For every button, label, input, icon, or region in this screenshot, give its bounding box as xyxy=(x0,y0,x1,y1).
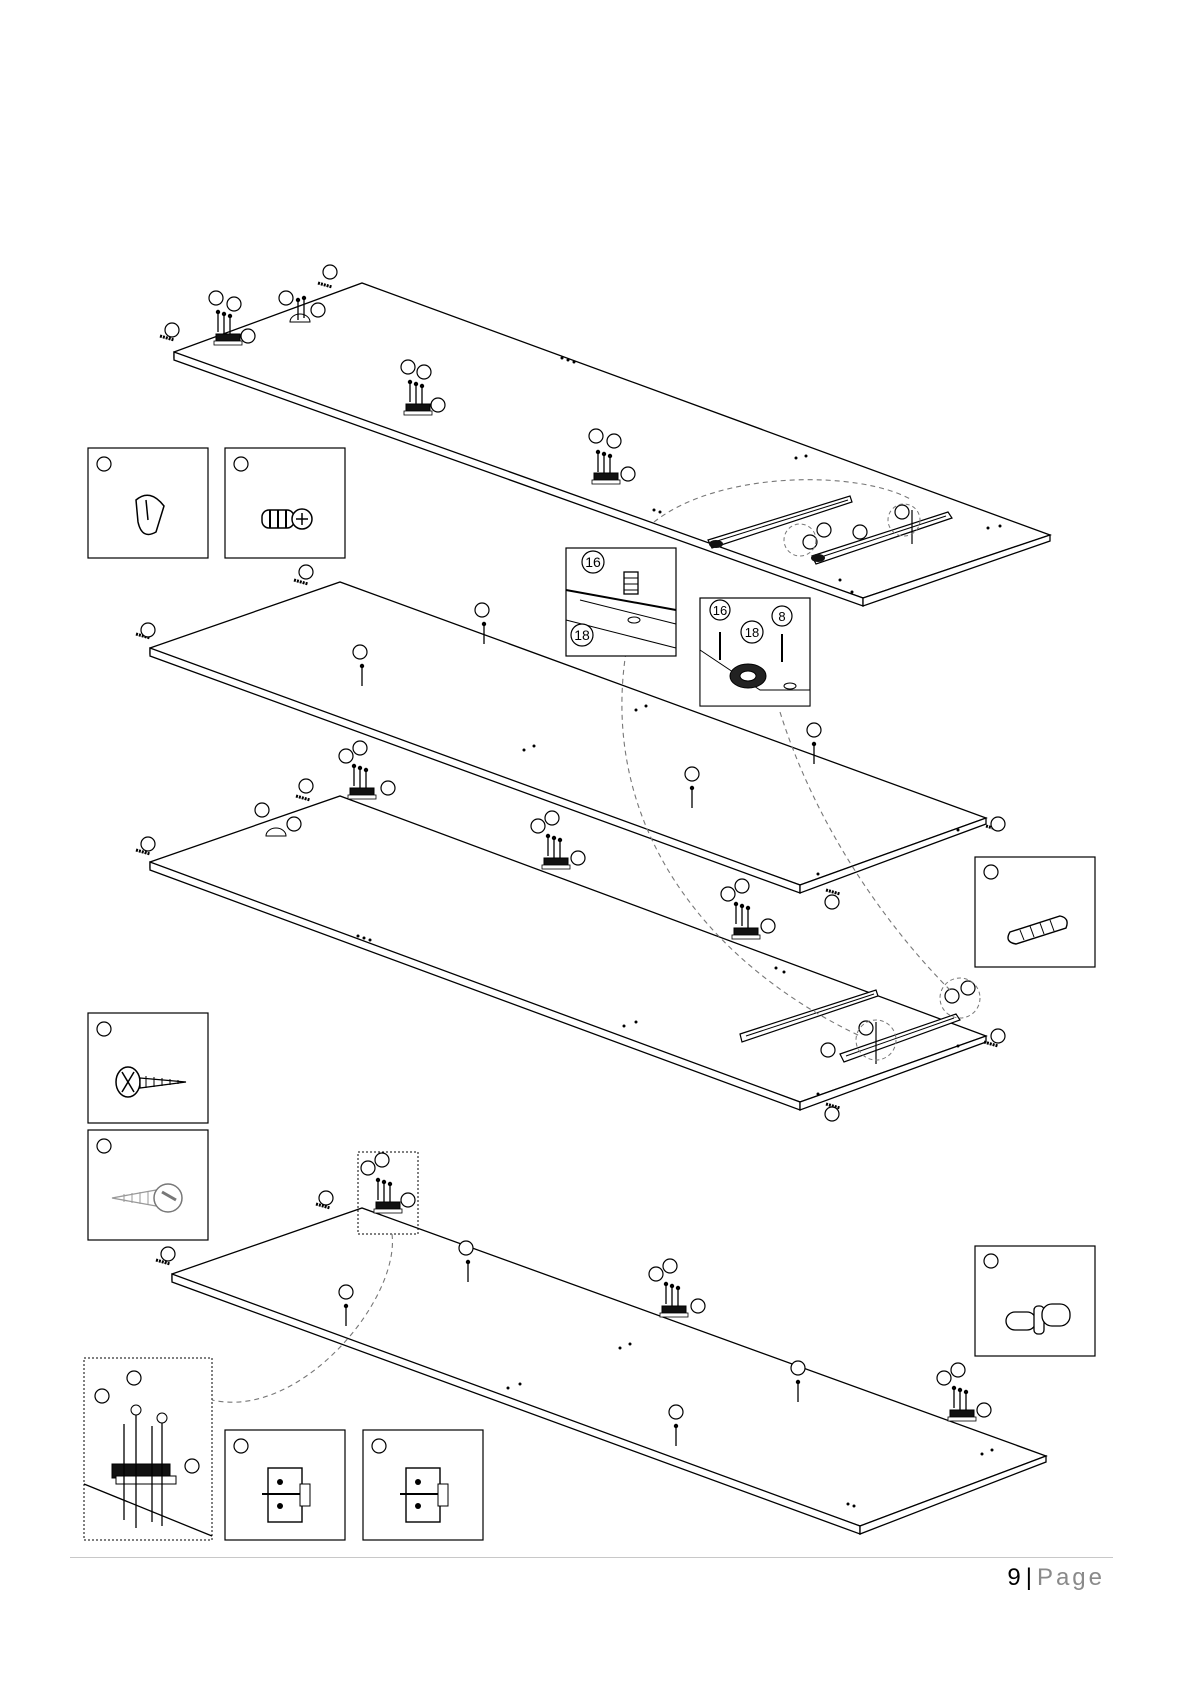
callout-16-b: 16 xyxy=(710,600,730,620)
shelf-pin-detail-box xyxy=(975,1246,1095,1356)
hinge-plate-icon xyxy=(112,1464,176,1484)
slide-bracket-detail-box: 16 18 8 xyxy=(700,598,810,706)
page-number: 9 xyxy=(1007,1564,1021,1591)
svg-text:16: 16 xyxy=(713,603,727,618)
cam-bolt-detail-box xyxy=(225,448,345,558)
wood-dowel-detail-box xyxy=(975,857,1095,967)
hinge-assembly-detail-box xyxy=(84,1358,212,1540)
svg-text:8: 8 xyxy=(778,609,785,624)
page-footer: 9|Page xyxy=(0,1520,1191,1580)
page-word: Page xyxy=(1037,1564,1105,1591)
round-head-screw-detail-box xyxy=(88,1130,208,1240)
cam-bolt-icon xyxy=(262,509,312,529)
callout-18-a: 18 xyxy=(571,624,593,646)
callout-18-b: 18 xyxy=(741,621,763,643)
page-separator: | xyxy=(1026,1564,1033,1591)
svg-text:18: 18 xyxy=(745,625,759,640)
footer-rule xyxy=(70,1557,1113,1558)
svg-text:16: 16 xyxy=(585,554,601,570)
page-label: 9|Page xyxy=(1007,1564,1105,1592)
callout-8: 8 xyxy=(772,606,792,626)
cam-lock-detail-box xyxy=(88,448,208,558)
slide-screw-detail-box: 16 18 xyxy=(566,548,676,656)
callout-16-a: 16 xyxy=(582,551,604,573)
wood-screw-detail-box xyxy=(88,1013,208,1123)
svg-text:18: 18 xyxy=(574,627,590,643)
